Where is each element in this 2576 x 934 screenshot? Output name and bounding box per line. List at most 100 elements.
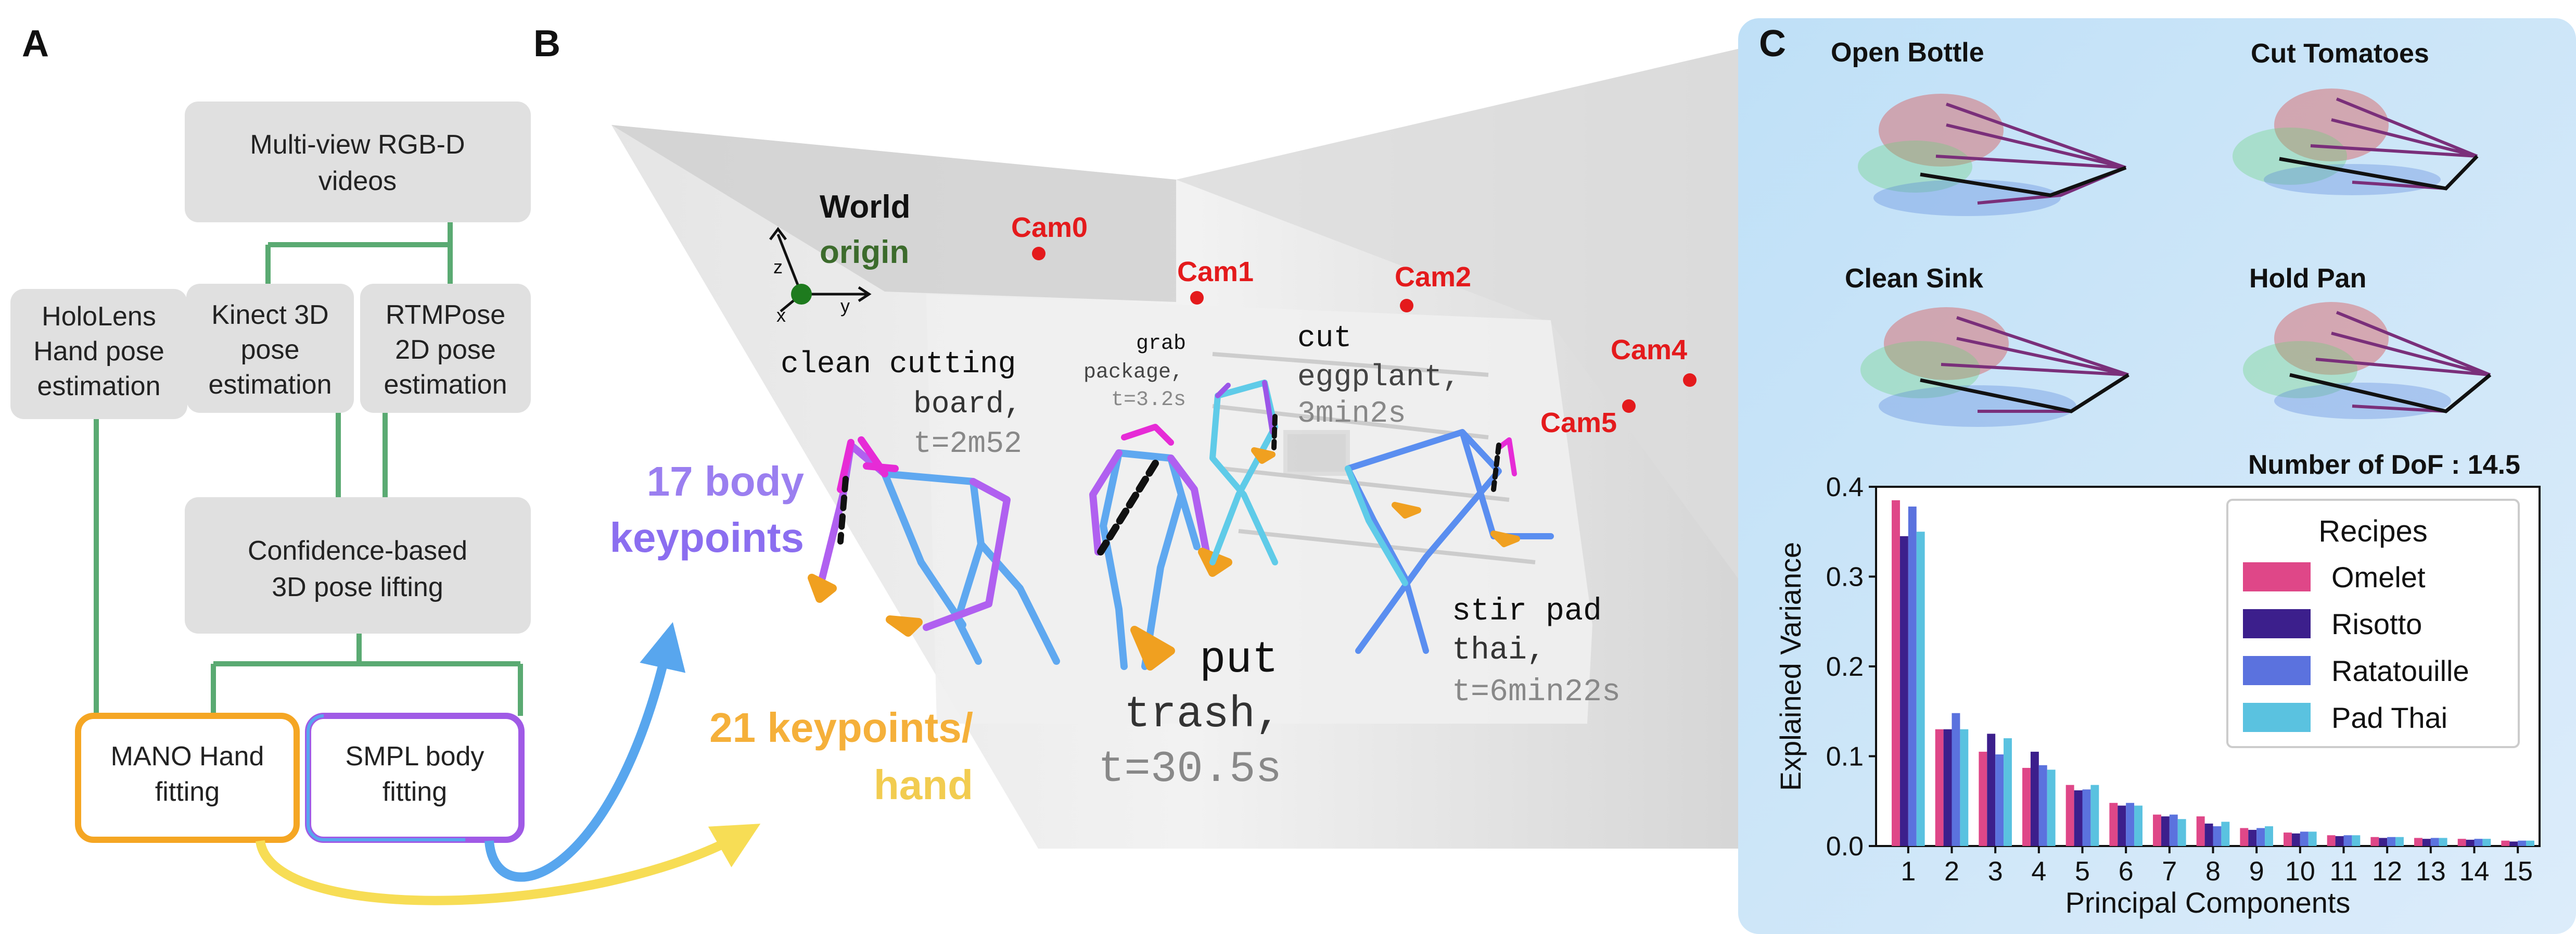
activity-4-line1: put (1200, 636, 1278, 685)
node-multiview-line2: videos (318, 166, 397, 196)
x-tick-label: 8 (2205, 856, 2221, 887)
bar-risotto-14 (2466, 839, 2475, 846)
axis-y-label: y (840, 295, 850, 317)
bar-pad-thai-5 (2090, 785, 2099, 846)
legend-box (2226, 499, 2520, 748)
bar-ratatouille-11 (2343, 835, 2352, 846)
node-mano: MANO Hand fitting (75, 713, 300, 843)
bar-risotto-2 (1943, 729, 1952, 846)
bar-pad-thai-6 (2134, 805, 2143, 846)
bar-risotto-13 (2422, 839, 2431, 846)
skeleton-4 (1345, 429, 1554, 654)
panel-label-a: A (22, 23, 49, 65)
bar-ratatouille-5 (2082, 789, 2091, 846)
axis-z-label: z (773, 256, 783, 277)
bar-omelet-1 (1892, 500, 1900, 846)
bar-omelet-3 (1979, 751, 1987, 846)
bar-ratatouille-1 (1908, 506, 1917, 846)
x-tick-label: 3 (1988, 856, 2003, 887)
bar-pad-thai-3 (2004, 738, 2012, 846)
bar-ratatouille-12 (2387, 837, 2396, 846)
hand-pca-hold-pan (2243, 302, 2492, 419)
node-rtmpose-line2: 2D pose (395, 335, 496, 365)
activity-3-line1: cut (1297, 322, 1351, 356)
x-tick-label: 2 (1944, 856, 1959, 887)
node-kinect: Kinect 3D pose estimation (186, 284, 354, 413)
bar-omelet-8 (2196, 816, 2205, 846)
x-tick-label: 7 (2162, 856, 2177, 887)
bar-risotto-5 (2074, 790, 2083, 846)
node-smpl: SMPL body fitting (305, 713, 525, 843)
node-hololens-line1: HoloLens (42, 301, 156, 332)
dof-label: Number of DoF : 14.5 (2248, 450, 2520, 480)
hand-pca-open-bottle (1858, 94, 2127, 216)
cam0-label: Cam0 (1011, 212, 1088, 243)
bar-ratatouille-6 (2126, 803, 2135, 846)
panel-label-c: C (1759, 23, 1786, 65)
bar-pad-thai-15 (2526, 840, 2534, 846)
bar-pad-thai-13 (2439, 838, 2447, 846)
x-tick-label: 10 (2285, 856, 2315, 887)
world-origin-subtitle: origin (820, 234, 909, 270)
bar-ratatouille-9 (2256, 828, 2265, 846)
x-axis-label: Principal Components (2065, 886, 2351, 919)
bar-ratatouille-7 (2169, 814, 2178, 846)
y-tick-label: 0.1 (1826, 742, 1864, 772)
y-tick-label: 0.0 (1826, 831, 1864, 862)
activity-5-line2: thai, (1452, 633, 1546, 668)
bar-pad-thai-11 (2352, 835, 2361, 846)
y-tick-label: 0.3 (1826, 562, 1864, 592)
legend-swatch-risotto (2243, 609, 2311, 638)
x-tick-label: 13 (2416, 856, 2446, 887)
bar-risotto-1 (1899, 536, 1908, 846)
arrow-body-keypoints (484, 622, 686, 882)
node-kinect-line2: pose (241, 335, 300, 365)
node-multiview: Multi-view RGB-D videos (185, 102, 531, 222)
node-kinect-line3: estimation (209, 370, 332, 400)
skeleton-1 (808, 436, 1060, 665)
bar-omelet-9 (2240, 828, 2249, 846)
task-cut-tomatoes: Cut Tomatoes (2251, 39, 2429, 69)
activity-1-line2: board, (913, 388, 1022, 422)
hand-pca-clean-sink (1860, 307, 2129, 427)
panel-label-b: B (533, 23, 560, 65)
skeleton-3 (1209, 380, 1278, 565)
bar-risotto-15 (2509, 841, 2518, 846)
activity-3-line2: eggplant, (1297, 361, 1460, 395)
node-lifting-line1: Confidence-based (248, 536, 467, 566)
activity-5-line1: stir pad (1452, 594, 1602, 629)
legend-label-risotto: Risotto (2331, 608, 2422, 640)
bar-risotto-4 (2030, 751, 2039, 846)
bar-pad-thai-2 (1960, 729, 1969, 846)
bar-ratatouille-2 (1952, 713, 1960, 846)
task-open-bottle: Open Bottle (1831, 37, 1984, 68)
bar-omelet-13 (2414, 838, 2422, 846)
x-tick-label: 11 (2330, 856, 2358, 887)
activity-2-line1: grab (1136, 332, 1186, 356)
x-tick-label: 12 (2372, 856, 2402, 887)
world-origin-dot (791, 284, 812, 305)
activity-5-line3: t=6min22s (1452, 675, 1621, 710)
axis-x-label: x (776, 305, 786, 326)
task-clean-sink: Clean Sink (1845, 263, 1983, 294)
hand-pca-cut-tomatoes (2233, 89, 2479, 195)
x-tick-label: 9 (2249, 856, 2264, 887)
bar-risotto-12 (2379, 838, 2388, 846)
node-lifting: Confidence-based 3D pose lifting (185, 497, 531, 634)
bar-omelet-5 (2065, 785, 2074, 846)
bar-omelet-6 (2109, 803, 2118, 846)
x-tick-label: 4 (2031, 856, 2046, 887)
kitchen-photo (926, 294, 1592, 724)
node-hololens-line2: Hand pose (33, 336, 164, 367)
bar-pad-thai-4 (2047, 769, 2056, 846)
bar-ratatouille-10 (2300, 831, 2309, 846)
bar-omelet-12 (2370, 837, 2379, 846)
bar-omelet-10 (2284, 832, 2292, 846)
y-tick-label: 0.2 (1826, 652, 1864, 682)
x-tick-label: 5 (2075, 856, 2090, 887)
y-tick-label: 0.4 (1826, 472, 1864, 502)
task-hold-pan: Hold Pan (2249, 263, 2366, 294)
legend-label-pad-thai: Pad Thai (2331, 701, 2447, 734)
bar-risotto-9 (2248, 829, 2257, 846)
